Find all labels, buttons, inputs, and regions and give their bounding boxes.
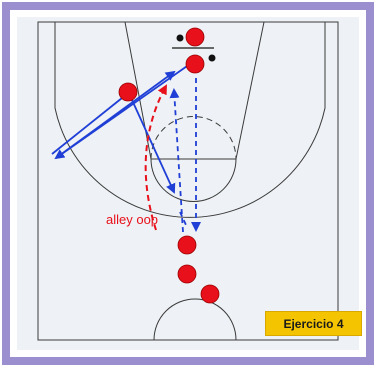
alley-oop-arrow xyxy=(144,84,167,231)
player-3 xyxy=(118,82,138,102)
ball-1 xyxy=(176,34,184,42)
players xyxy=(118,27,220,304)
cut-arrow-2 xyxy=(169,88,184,233)
free-throw-circle-dashed xyxy=(150,116,237,160)
free-throw-circle xyxy=(150,158,237,202)
court-surface xyxy=(17,17,359,350)
court-lines xyxy=(37,21,339,341)
player-6 xyxy=(200,284,220,304)
player-5 xyxy=(177,264,197,284)
player-4 xyxy=(177,235,197,255)
cut-lines xyxy=(169,78,201,233)
pass-lines xyxy=(51,63,191,194)
lane xyxy=(124,21,265,160)
pass-arrow-3 xyxy=(51,97,123,155)
cut-arrow-3 xyxy=(179,211,187,226)
pass-arrow-2 xyxy=(55,70,176,159)
player-1 xyxy=(185,27,205,47)
exercise-badge: Ejercicio 4 xyxy=(265,311,362,336)
player-2 xyxy=(185,54,205,74)
pass-arrow-4 xyxy=(131,99,176,194)
court-boundary xyxy=(37,21,339,341)
balls xyxy=(176,34,216,62)
three-point-line xyxy=(54,22,326,218)
alley-oop-label: alley oop xyxy=(106,212,158,227)
ball-2 xyxy=(208,54,216,62)
center-circle xyxy=(153,298,237,341)
